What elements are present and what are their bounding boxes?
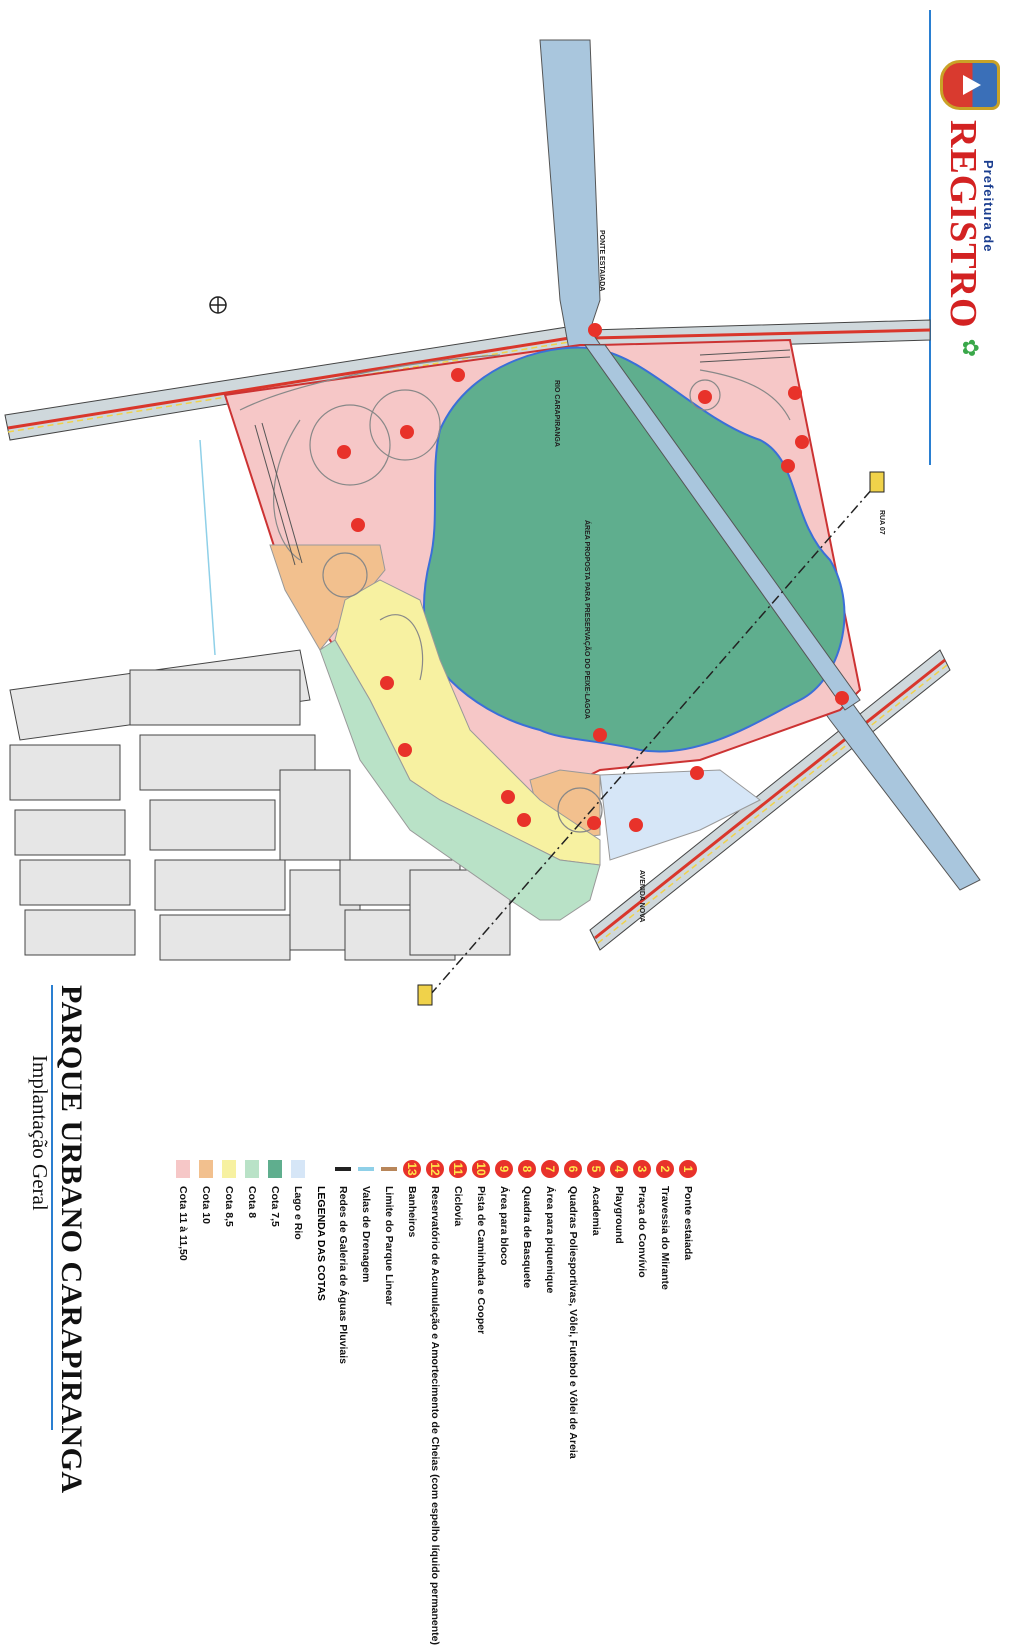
legend-line-item: Redes de Galeria de Águas Pluviais: [332, 1160, 355, 1540]
legend-line-label: Redes de Galeria de Águas Pluviais: [337, 1186, 350, 1364]
river: [539, 39, 981, 891]
legend-line-label: Valas de Drenagem: [360, 1186, 373, 1283]
map-label-river: RIO CARAPIRANGA: [553, 380, 560, 447]
legend-line-symbol: [335, 1160, 353, 1178]
legend-cota-swatch: [268, 1160, 283, 1178]
legend-item-label: Academia: [590, 1186, 603, 1236]
legend-number-badge: 12: [426, 1160, 445, 1178]
legend-number-badge: 7: [541, 1160, 560, 1178]
legend-cota-item: Cota 7,5: [264, 1160, 287, 1540]
legend-cota-swatch: [199, 1160, 214, 1178]
section-marker-a: [417, 984, 433, 1006]
parking-rows: [254, 349, 791, 566]
legend-cotas-heading: LEGENDA DAS COTAS: [315, 1186, 327, 1301]
legend-number-badge: 5: [587, 1160, 606, 1178]
legend-cota-swatch: [222, 1160, 237, 1178]
page-title: PARQUE URBANO CARAPIRANGA: [55, 985, 88, 1494]
map-label-avenue: AVENIDA NOVA: [638, 870, 645, 922]
legend-number-badge: 6: [564, 1160, 583, 1178]
legend-item-label: Reservatório de Acumulação e Amortecimen…: [429, 1186, 442, 1645]
crest-icon: [940, 60, 1000, 110]
north-arrow-icon: [209, 296, 227, 314]
legend-item-label: Quadra de Basquete: [521, 1186, 534, 1289]
legend-item-label: Quadras Poliesportivas, Vôlei, Futebol e…: [567, 1186, 580, 1459]
legend-line-item: Limite do Parque Linear: [378, 1160, 401, 1540]
legend-number-badge: 3: [633, 1160, 652, 1178]
map-label-lake: ÁREA PROPOSTA PARA PRESERVAÇÃO DO PEIXE-…: [583, 520, 592, 719]
legend-item-label: Playground: [613, 1186, 626, 1244]
legend-number-badge: 13: [403, 1160, 422, 1178]
legend-lines: Limite do Parque Linear Valas de Drenagem…: [332, 1160, 401, 1540]
legend-item-label: Área para piquenique: [544, 1186, 557, 1294]
legend-cota-label: Cota 8: [246, 1186, 259, 1219]
legend-number-badge: 2: [656, 1160, 675, 1178]
legend-item-label: Praça do Convívio: [636, 1186, 649, 1278]
title-block: PARQUE URBANO CARAPIRANGA Implantação Ge…: [27, 985, 88, 1494]
legend-number-badge: 8: [518, 1160, 537, 1178]
urban-blocks: [9, 649, 511, 961]
zone-cota-8: [319, 639, 601, 921]
legend-item-label: Pista de Caminhada e Cooper: [475, 1186, 488, 1335]
site-plan-map: ÁREA PROPOSTA PARA PRESERVAÇÃO DO PEIXE-…: [4, 10, 981, 1430]
legend-cota-label: Lago e Rio: [292, 1186, 305, 1240]
legend-number-badge: 9: [495, 1160, 514, 1178]
walking-paths: [239, 354, 791, 833]
legend-item-label: Ciclovia: [452, 1186, 465, 1227]
legend-cota-label: Cota 10: [200, 1186, 213, 1224]
section-line: [429, 479, 881, 996]
legend-cota-item: Cota 10: [195, 1160, 218, 1540]
drainage-line: [199, 439, 216, 656]
legend-line-label: Limite do Parque Linear: [383, 1186, 396, 1306]
legend-cota-label: Cota 8,5: [223, 1186, 236, 1227]
legend-cota-swatch: [291, 1160, 306, 1178]
legend-number-badge: 4: [610, 1160, 629, 1178]
legend-cotas: Lago e Rio Cota 7,5 Cota 8 Cota 8,5 Cota 10 C…: [172, 1160, 310, 1540]
map-label-rua: RUA 07: [878, 510, 885, 535]
logo: Prefeitura de REGISTRO ✿: [930, 60, 1000, 380]
logo-name: REGISTRO: [942, 120, 985, 329]
legend-item-label: Travessia do Mirante: [659, 1186, 672, 1290]
legend-number-badge: 10: [472, 1160, 491, 1178]
logo-prefix: Prefeitura de: [981, 160, 997, 253]
page-subtitle: Implantação Geral: [28, 1055, 52, 1211]
legend-item-label: Banheiros: [406, 1186, 419, 1238]
legend-cota-item: Cota 8: [241, 1160, 264, 1540]
section-marker-b: [869, 471, 885, 493]
legend-number-badge: 11: [449, 1160, 468, 1178]
river-channel: [584, 344, 861, 711]
legend-cota-item: Cota 11 à 11,50: [172, 1160, 195, 1540]
legend-line-symbol: [381, 1160, 399, 1178]
map-label-bridge: PONTE ESTAIADA: [598, 230, 605, 291]
legend-number-badge: 1: [679, 1160, 698, 1178]
legend-cota-label: Cota 7,5: [269, 1186, 282, 1227]
legend-item-label: Área para bloco: [498, 1186, 511, 1266]
map-markers: [337, 323, 849, 832]
legend-line-symbol: [358, 1160, 376, 1178]
legend-cota-swatch: [245, 1160, 260, 1178]
legend-cota-item: Lago e Rio: [287, 1160, 310, 1540]
legend-item-label: Ponte estaiada: [682, 1186, 695, 1261]
legend-cota-label: Cota 11 à 11,50: [177, 1186, 190, 1261]
legend-cota-item: Cota 8,5: [218, 1160, 241, 1540]
legend-cota-swatch: [176, 1160, 191, 1178]
legend-line-item: Valas de Drenagem: [355, 1160, 378, 1540]
sprout-icon: ✿: [958, 338, 983, 358]
